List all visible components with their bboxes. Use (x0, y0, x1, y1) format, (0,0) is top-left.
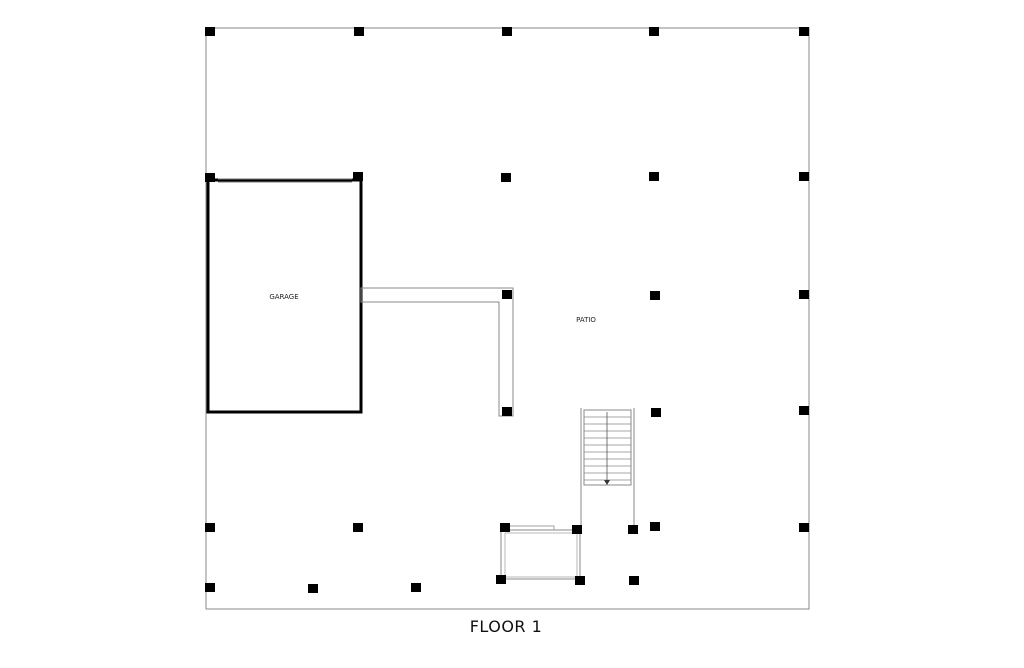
column (502, 407, 512, 416)
column (799, 523, 809, 532)
column (354, 27, 364, 36)
column (575, 576, 585, 585)
floor-boundary (205, 27, 810, 610)
column (411, 583, 421, 592)
column (799, 27, 809, 36)
column (205, 583, 215, 592)
column (628, 525, 638, 534)
column (799, 172, 809, 181)
column (629, 576, 639, 585)
stair-treads (584, 416, 631, 481)
column (205, 27, 215, 36)
column (799, 290, 809, 299)
floor-title: FLOOR 1 (470, 617, 543, 636)
column (799, 406, 809, 415)
column (502, 27, 512, 36)
stair-arrowhead (604, 480, 610, 485)
column (649, 172, 659, 181)
column (353, 172, 363, 181)
column-group (205, 27, 809, 593)
garage-label: GARAGE (269, 293, 298, 301)
landing-step (506, 525, 555, 531)
column (205, 523, 215, 532)
garage-door (218, 178, 352, 183)
column (353, 523, 363, 532)
column (496, 575, 506, 584)
entry-landing (500, 525, 581, 580)
patio-label: PATIO (576, 316, 596, 324)
walkway (360, 287, 514, 417)
column (308, 584, 318, 593)
column (502, 290, 512, 299)
column (650, 522, 660, 531)
stair (580, 408, 635, 530)
column (205, 173, 215, 182)
column (650, 291, 660, 300)
column (501, 173, 511, 182)
column (572, 525, 582, 534)
column (651, 408, 661, 417)
column (649, 27, 659, 36)
column (500, 523, 510, 532)
